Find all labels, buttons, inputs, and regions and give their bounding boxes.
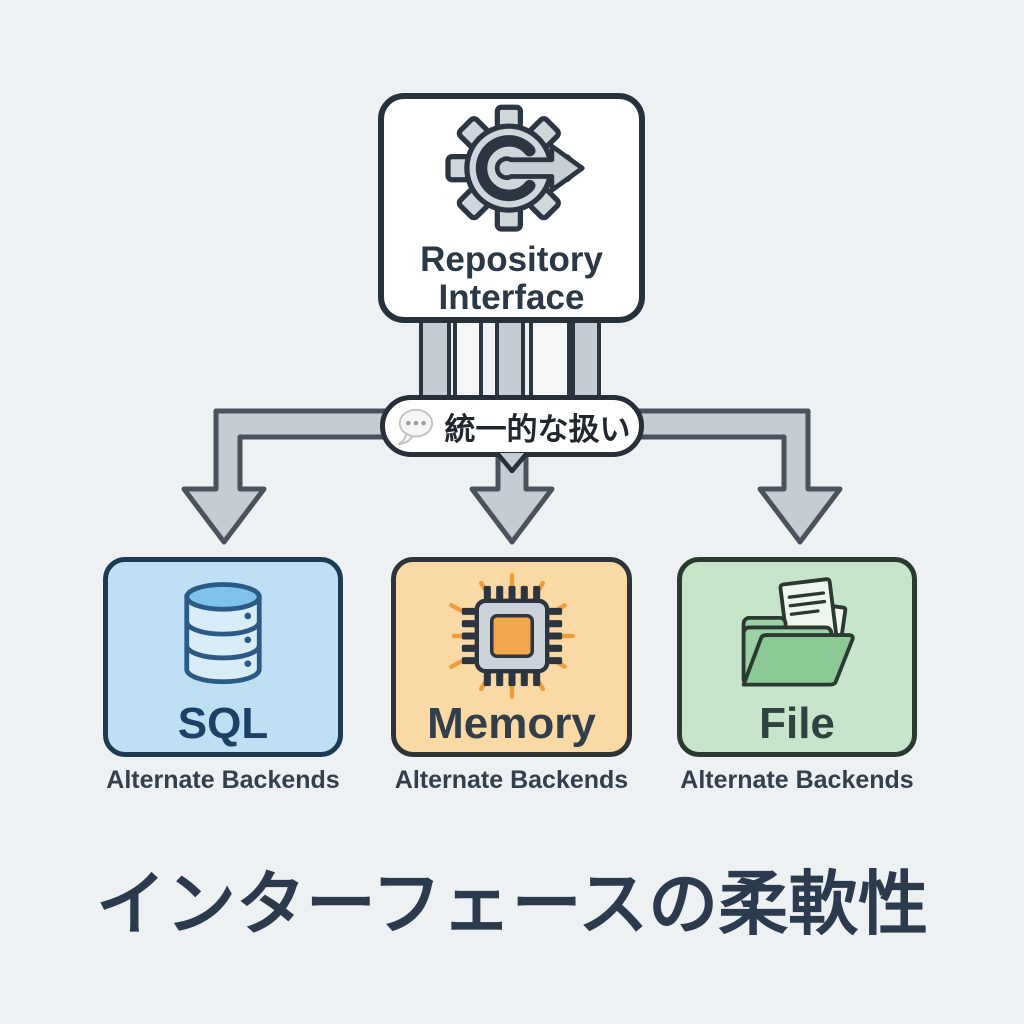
speech-bubble-icon [397,408,433,446]
folder-file-icon [741,577,855,687]
backend-label-file: File [759,699,835,748]
repository-interface-node: Repository Interface [378,93,645,323]
backend-caption-sql: Alternate Backends [106,766,340,794]
backend-caption-memory: Alternate Backends [394,766,629,794]
database-icon [184,582,262,685]
arrow-to-file [621,408,843,545]
cpu-chip-icon [448,573,575,699]
unified-handling-label: 統一的な扱い [444,411,631,447]
repository-interface-label: Repository Interface [420,240,603,318]
backend-label-memory: Memory [427,699,596,748]
gear-arrow-icon [444,104,585,232]
backend-card-file: File [677,557,917,757]
backend-caption-file: Alternate Backends [680,766,914,794]
diagram-title: インターフェースの柔軟性 [95,865,929,943]
backend-card-sql: SQL [103,557,343,757]
backend-label-sql: SQL [177,699,269,748]
backend-card-memory: Memory [391,557,632,757]
arrow-to-sql [181,408,403,545]
